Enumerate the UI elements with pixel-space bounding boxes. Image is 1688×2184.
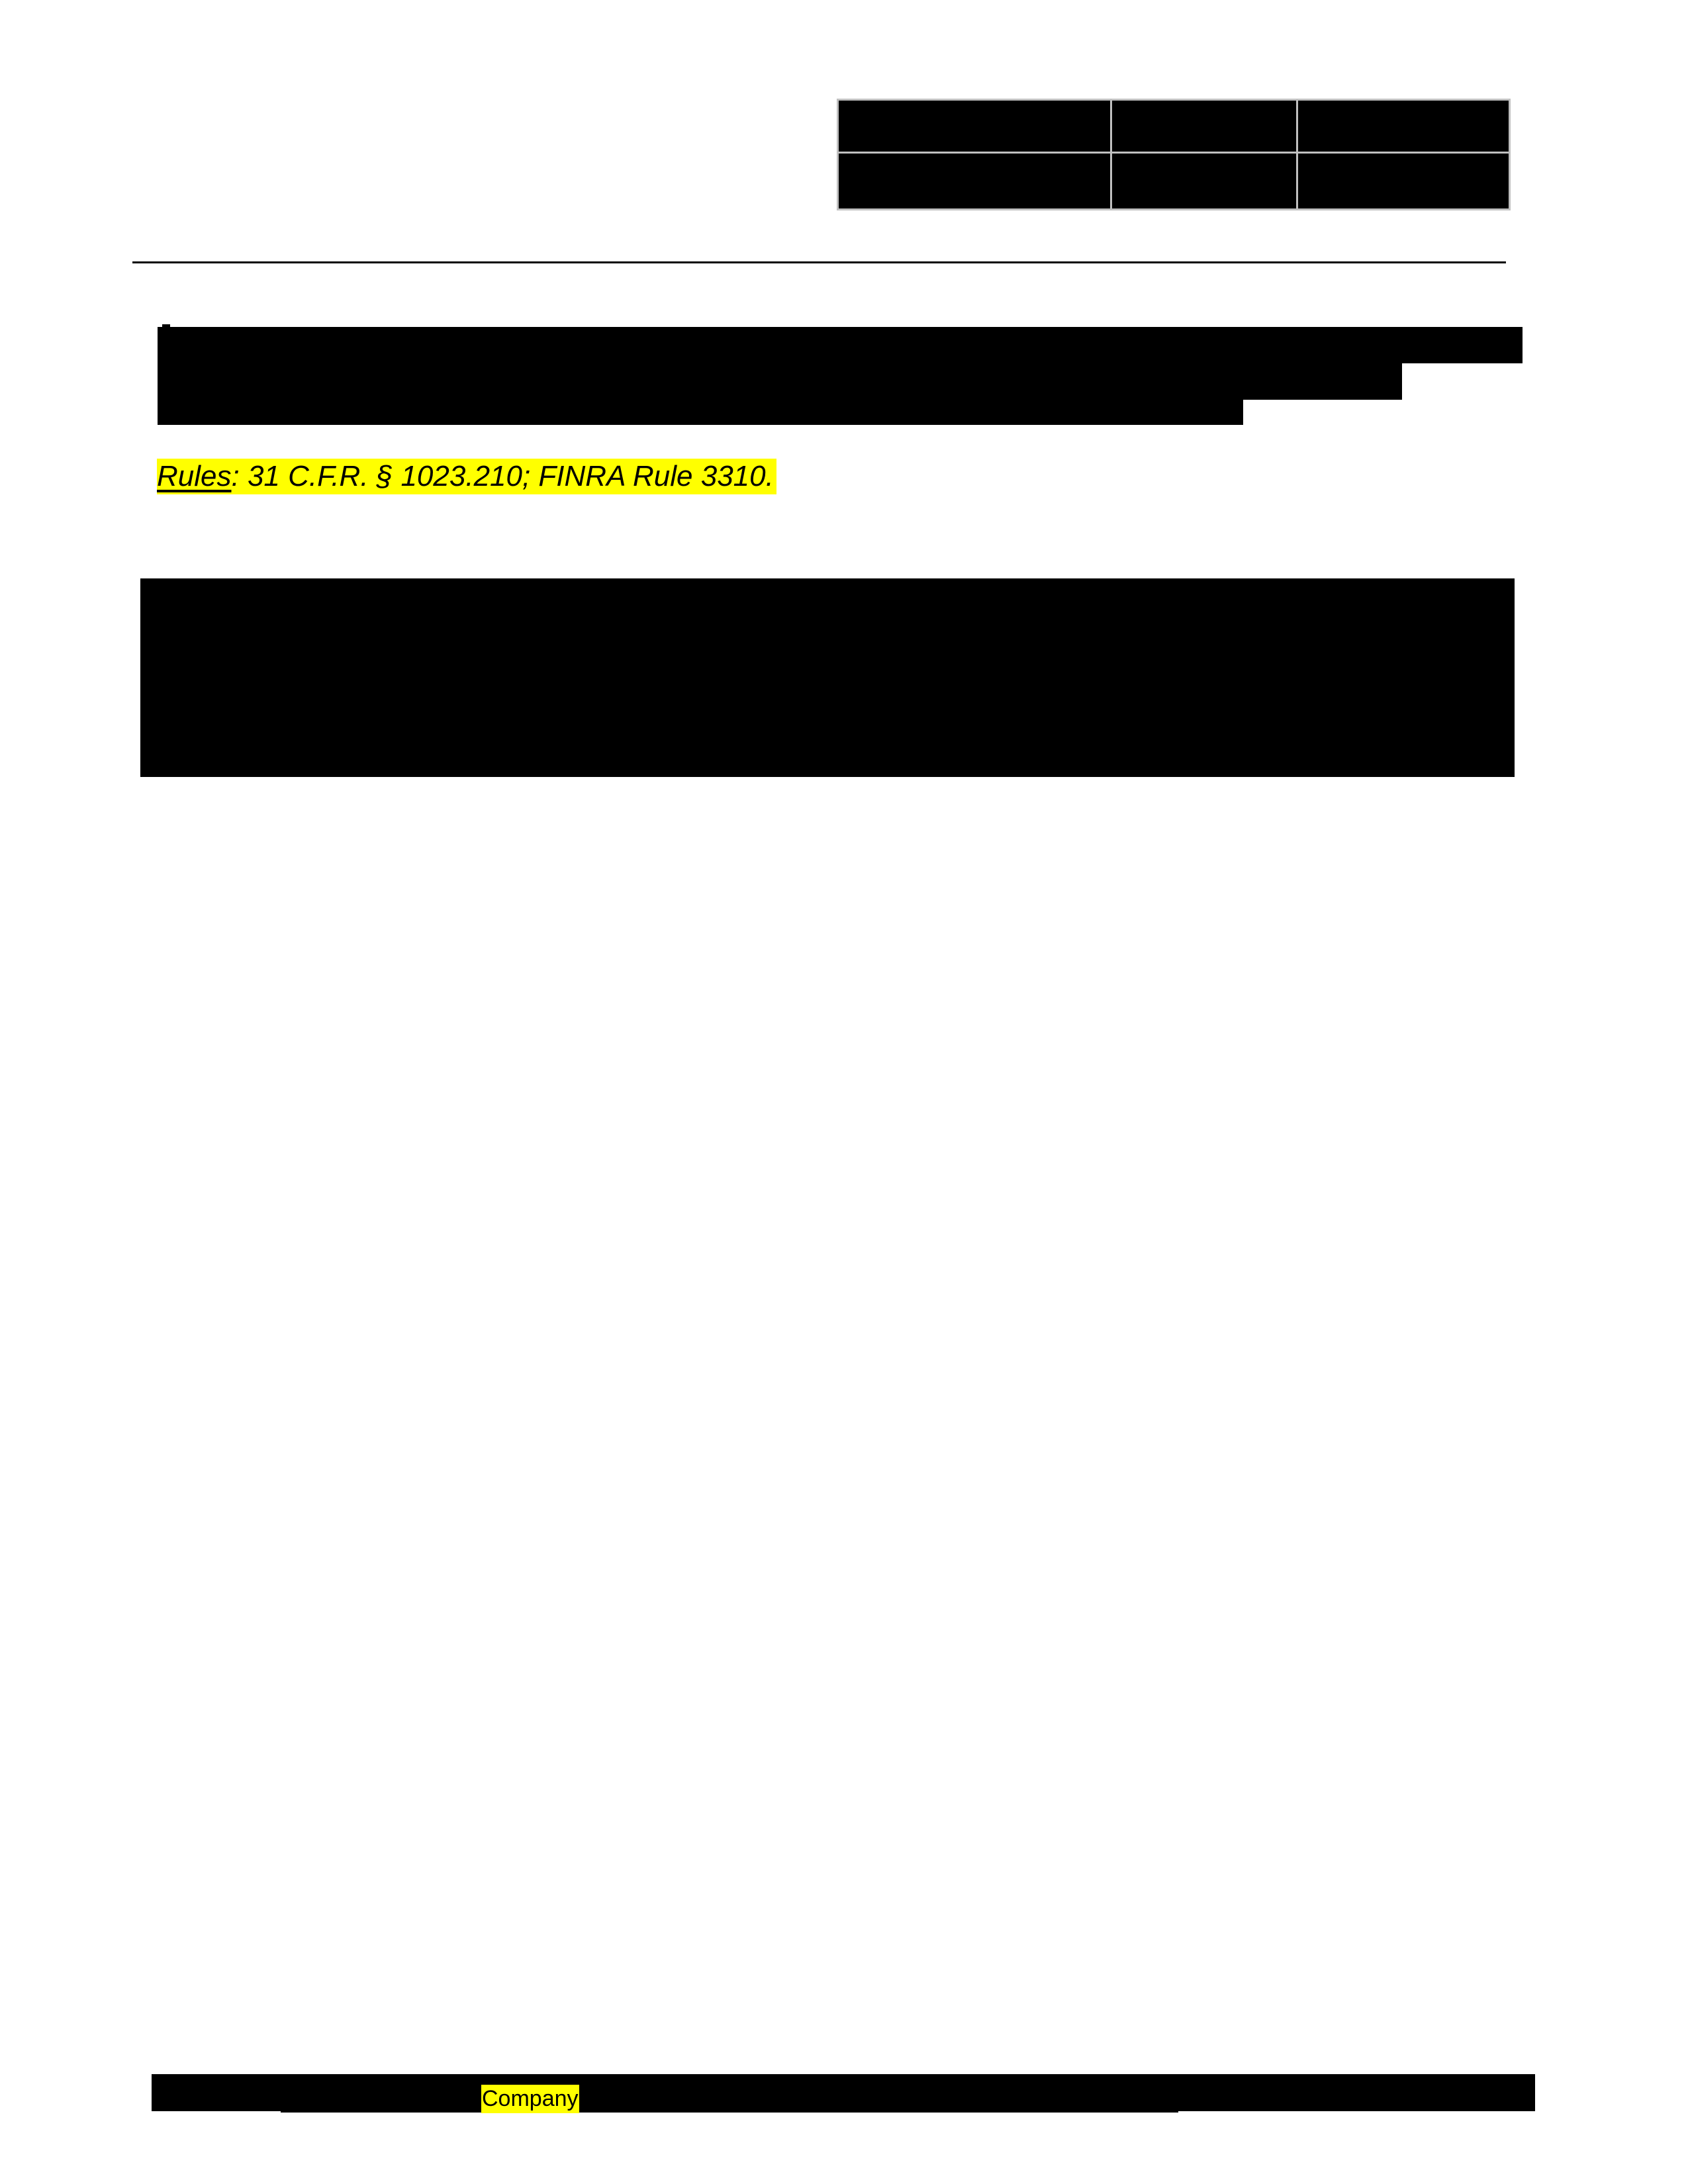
header-cell-r2c2-redacted	[1112, 154, 1296, 208]
header-cell-r1c2-redacted	[1112, 101, 1296, 152]
footer-redacted	[152, 2074, 1535, 2111]
redaction-bar	[158, 363, 1402, 400]
redaction-bar	[158, 400, 1243, 425]
rules-text: : 31 C.F.R. § 1023.210; FINRA Rule 3310.	[231, 460, 774, 492]
footer-company-label: Company	[481, 2085, 579, 2113]
header-cell-r2c3-redacted	[1298, 154, 1509, 208]
body-block-redacted	[140, 578, 1515, 777]
redaction-bar	[162, 324, 170, 328]
header-divider	[132, 261, 1506, 263]
rules-label: Rules	[157, 460, 232, 492]
header-cell-r1c1-redacted	[839, 101, 1110, 152]
redaction-bar	[158, 327, 1523, 363]
header-cell-r1c3-redacted	[1298, 101, 1509, 152]
header-cell-r2c1-redacted	[839, 154, 1110, 208]
header-table	[837, 99, 1511, 210]
footer-underline-redacted	[281, 2110, 1178, 2113]
rules-citation: Rules: 31 C.F.R. § 1023.210; FINRA Rule …	[157, 459, 776, 494]
